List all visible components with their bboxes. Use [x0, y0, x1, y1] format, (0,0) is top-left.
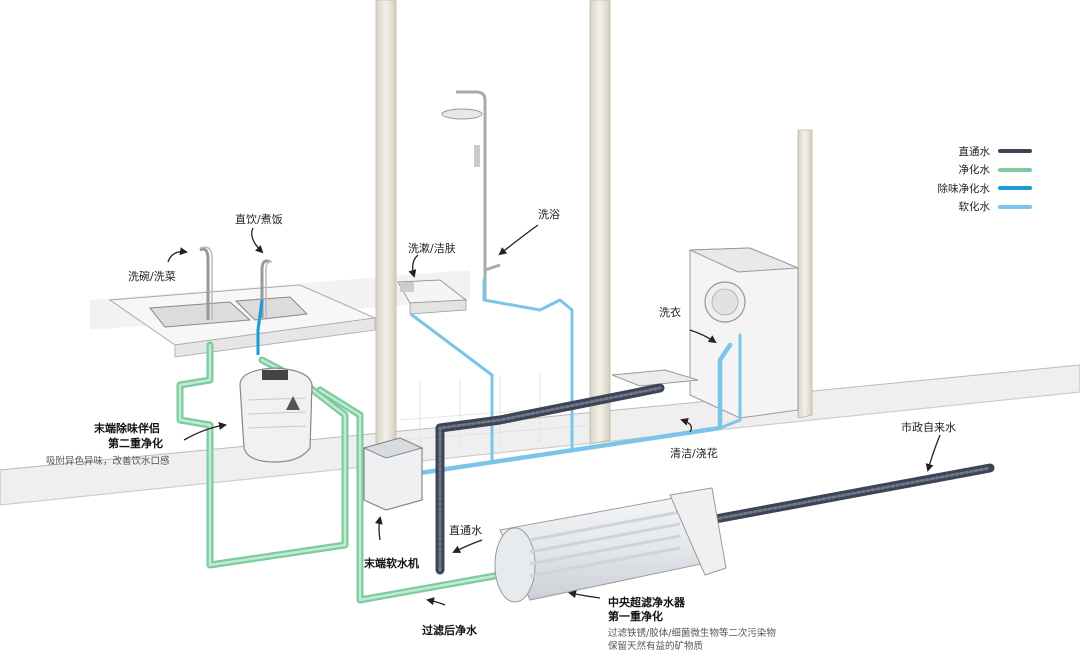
- kitchen-counter: [108, 284, 377, 358]
- terminal-purifier-unit: [239, 367, 313, 463]
- shower-floor: [399, 372, 596, 450]
- label-cleaning: 清洁/浇花: [670, 447, 718, 460]
- central-purifier-stage: 第一重净化: [608, 610, 663, 623]
- softener-unit: [362, 437, 424, 511]
- label-bath: 洗浴: [538, 208, 560, 221]
- legend-swatch: [998, 167, 1032, 172]
- shower: [441, 90, 501, 300]
- legend-swatch: [998, 149, 1032, 154]
- label-softener: 末端软水机: [364, 557, 419, 570]
- central-purifier-desc-2: 保留天然有益的矿物质: [608, 641, 704, 652]
- label-face-wash: 洗漱/洁肤: [408, 242, 456, 255]
- label-straight-water: 直通水: [449, 524, 482, 537]
- legend-label: 软化水: [958, 201, 991, 214]
- bathroom-basin: [397, 279, 468, 315]
- label-wash-dishes: 洗碗/洗菜: [128, 270, 176, 283]
- label-laundry: 洗衣: [659, 306, 681, 319]
- central-purifier-unit: [494, 487, 727, 603]
- kitchen-faucets: [199, 246, 273, 320]
- label-city-water: 市政自来水: [901, 421, 956, 434]
- terminal-purifier-title: 末端除味伴侣: [94, 422, 160, 435]
- label-filtered-water: 过滤后净水: [422, 624, 477, 637]
- washing-machine: [689, 247, 799, 419]
- legend-deodorized: 除味净化水: [912, 179, 1032, 198]
- central-purifier-desc-1: 过滤铁锈/胶体/细菌微生物等二次污染物: [608, 628, 776, 639]
- terminal-purifier-desc: 吸附异色异味，改善饮水口感: [46, 456, 170, 467]
- pipe-purified: [176, 341, 504, 604]
- legend-direct: 直通水: [912, 142, 1032, 161]
- central-purifier-title: 中央超滤净水器: [608, 596, 685, 609]
- legend-softened: 软化水: [912, 198, 1032, 217]
- annotation-arrows: [167, 224, 941, 606]
- legend-purified: 净化水: [912, 161, 1032, 180]
- legend-swatch: [998, 204, 1032, 209]
- label-direct-drink: 直饮/煮饭: [235, 213, 283, 226]
- pipe-direct: [435, 383, 995, 575]
- laundry-basin: [611, 369, 699, 387]
- legend-swatch: [998, 186, 1032, 191]
- terminal-purifier-stage: 第二重净化: [108, 437, 163, 450]
- legend-label: 净化水: [958, 164, 991, 177]
- pipe-softened: [410, 278, 742, 476]
- pipe-deodorized: [256, 299, 264, 355]
- pipe-legend: 直通水 净化水 除味净化水 软化水: [912, 142, 1032, 216]
- legend-label: 直通水: [958, 145, 991, 158]
- legend-label: 除味净化水: [937, 182, 991, 195]
